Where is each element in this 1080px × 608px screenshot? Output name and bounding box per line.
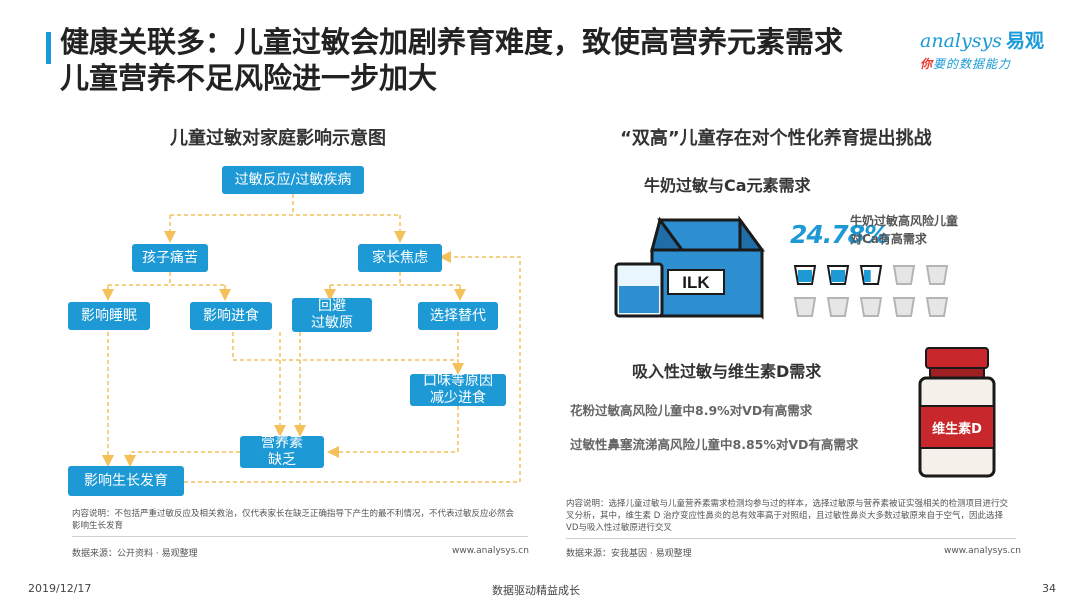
cup-icon: [925, 297, 949, 317]
milk-label: ILK: [682, 273, 710, 292]
right-heading: “双高”儿童存在对个性化养育提出挑战: [620, 128, 932, 149]
node-substitute: 选择替代: [418, 302, 498, 330]
vd-line-1: 花粉过敏高风险儿童中8.9%对VD有高需求: [570, 403, 813, 418]
node-nutrition-lack: 营养素 缺乏: [240, 435, 324, 468]
node-taste-reduce: 口味等原因 减少进食: [410, 373, 506, 406]
right-note: 内容说明：选择儿童过敏与儿童营养素需求检测均参与过的样本，选择过敏原与营养素被证…: [566, 499, 1009, 533]
cup-icon: [793, 297, 817, 317]
node-allergy-reaction: 过敏反应/过敏疾病: [222, 166, 364, 194]
logo-brand-en: analysys: [920, 30, 1002, 52]
cup-row-1: [792, 264, 950, 286]
edge-taste-nutrition: [327, 406, 459, 458]
node-avoid-allergen: 回避 过敏原: [292, 298, 372, 332]
footer-date: 2019/12/17: [28, 582, 92, 595]
right-source: 数据来源：安我基因 · 易观整理: [566, 549, 692, 559]
node-parent-anxiety: 家长焦虑: [358, 244, 442, 272]
edge-nutrition-growth: [124, 451, 240, 467]
cup-fill: [831, 270, 845, 282]
milk-desc-2: 对Ca有高需求: [850, 232, 927, 246]
vd-heading: 吸入性过敏与维生素D需求: [632, 362, 822, 381]
left-heading: 儿童过敏对家庭影响示意图: [170, 128, 386, 149]
cup-icon: [826, 265, 850, 285]
cup-row-2: [792, 296, 950, 318]
bottle-label: 维生素D: [932, 421, 982, 437]
milk-desc-1: 牛奶过敏高风险儿童: [850, 214, 959, 228]
cup-icon: [826, 297, 850, 317]
cup-icon: [892, 265, 916, 285]
node-sleep: 影响睡眠: [68, 302, 150, 330]
right-site: www.analysys.cn: [944, 546, 1021, 556]
milk-desc: 牛奶过敏高风险儿童 对Ca有高需求: [850, 212, 958, 248]
logo-slogan-a: 你: [920, 57, 934, 71]
cup-fill: [864, 270, 871, 282]
edge-root-split: [170, 194, 400, 216]
left-site: www.analysys.cn: [452, 546, 529, 556]
cup-icon: [925, 265, 949, 285]
vd-line-2: 过敏性鼻塞流涕高风险儿童中8.85%对VD有高需求: [570, 437, 859, 452]
logo-slogan: 你要的数据能力: [920, 55, 1060, 72]
cup-icon: [859, 265, 883, 285]
edge-feedback-loop: [184, 251, 521, 483]
node-eating: 影响进食: [190, 302, 272, 330]
milk-carton-icon: ILK: [614, 215, 765, 320]
footer-slogan: 数据驱动精益成长: [492, 584, 580, 597]
milk-heading: 牛奶过敏与Ca元素需求: [644, 176, 811, 195]
right-divider: [566, 538, 1016, 539]
milk-percent: 24.78%: [790, 220, 889, 249]
edge-child-split: [108, 272, 225, 286]
title-line-2: 儿童营养不足风险进一步加大: [60, 61, 438, 95]
cup-icon: [892, 297, 916, 317]
logo-brand-cn: 易观: [1005, 30, 1044, 52]
cup-icon: [859, 297, 883, 317]
page-title: 健康关联多：儿童过敏会加剧养育难度，致使高营养元素需求 儿童营养不足风险进一步加…: [60, 24, 920, 96]
edge-parent-split: [330, 272, 460, 286]
left-divider: [72, 536, 528, 537]
node-child-pain: 孩子痛苦: [132, 244, 208, 272]
cup-icon: [793, 265, 817, 285]
footer-page-number: 34: [1042, 582, 1056, 595]
title-line-1: 健康关联多：儿童过敏会加剧养育难度，致使高营养元素需求: [60, 25, 844, 59]
title-accent-bar: [46, 32, 51, 64]
cup-fill: [798, 270, 812, 282]
vitamin-d-bottle-icon: 维生素D: [918, 347, 996, 478]
logo-slogan-b: 要的数据能力: [933, 57, 1012, 71]
edge-merge-taste: [232, 332, 464, 375]
left-source: 数据来源：公开资料 · 易观整理: [72, 549, 198, 559]
node-growth: 影响生长发育: [68, 466, 184, 496]
left-note: 内容说明：不包括严重过敏反应及相关救治，仅代表家长在缺乏正确指导下产生的最不利情…: [72, 509, 515, 531]
